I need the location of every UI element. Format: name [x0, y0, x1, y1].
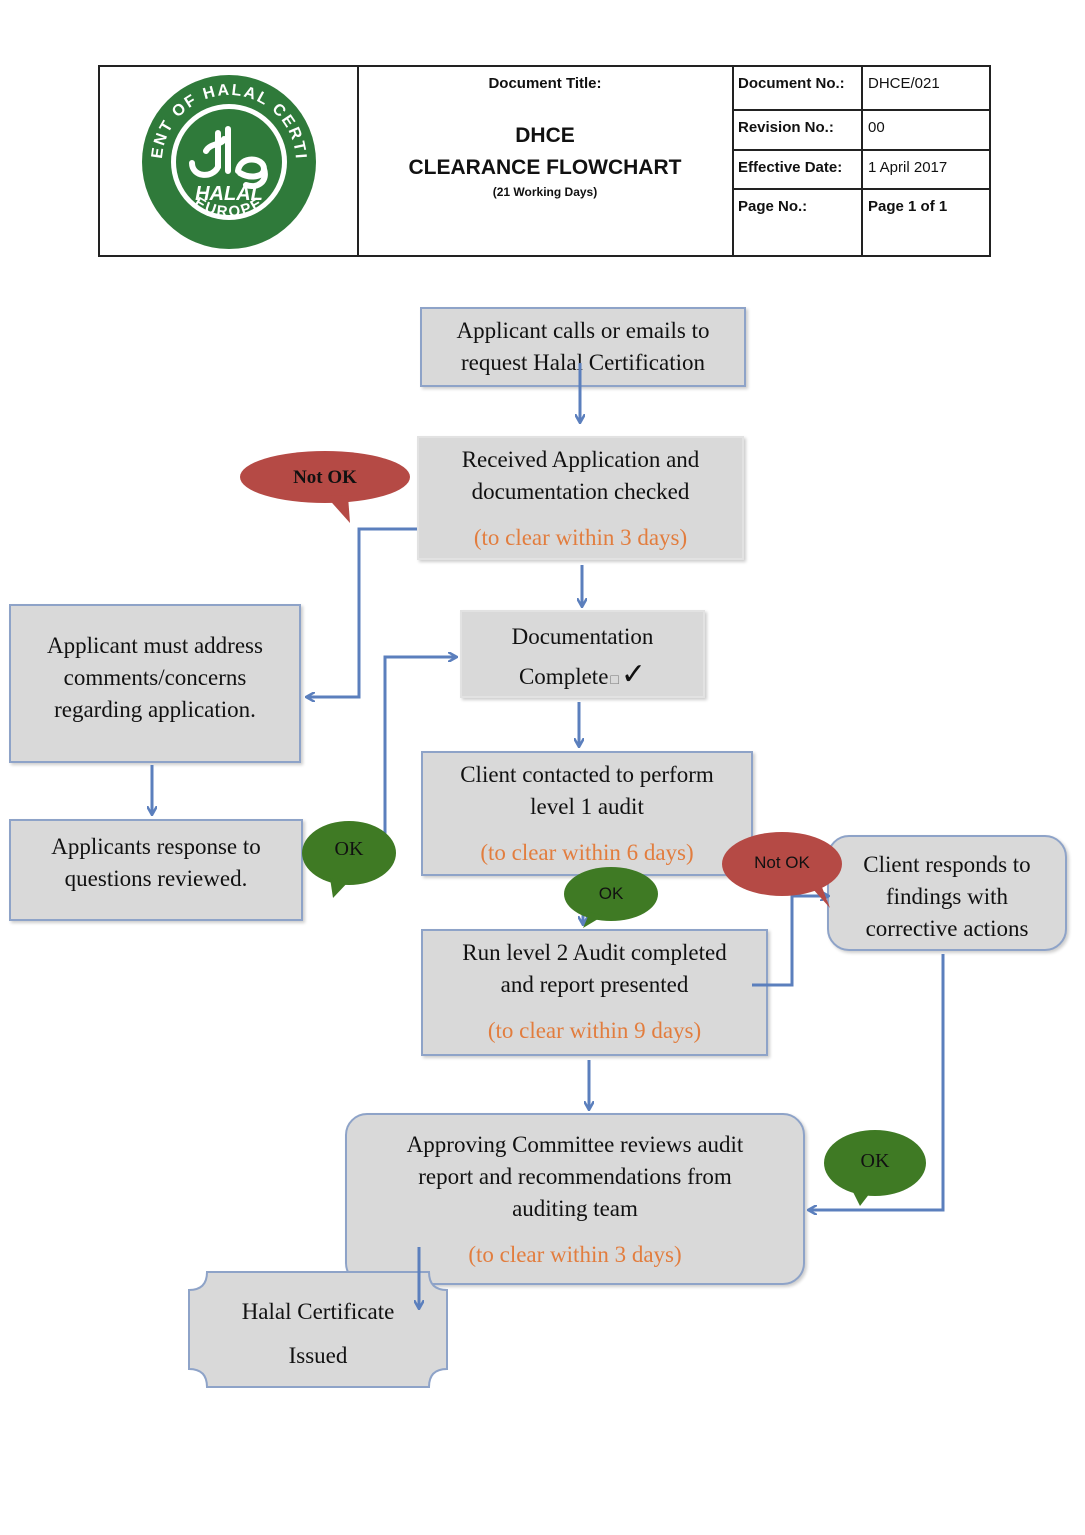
document-header: DEPARTMENT OF HALAL CERTIFICATION EUROPE…	[98, 60, 991, 257]
step-timing: (to clear within 3 days)	[468, 1242, 682, 1267]
step-certificate-issued: Halal Certificate Issued	[189, 1290, 447, 1378]
step-level1-audit: Client contacted to perform level 1 audi…	[421, 751, 753, 876]
step-text: Applicant calls or emails to	[456, 318, 710, 343]
step-text: Applicants response to	[51, 834, 261, 859]
step-timing: (to clear within 3 days)	[473, 525, 688, 550]
step-text: and report presented	[500, 972, 689, 997]
step-text: corrective actions	[865, 916, 1029, 941]
step-text: documentation checked	[471, 479, 690, 504]
step-timing: (to clear within 9 days)	[487, 1018, 702, 1043]
ok-bubble-3	[824, 1130, 926, 1206]
checkbox-icon: □	[610, 673, 619, 688]
field-value-effective-date: 1 April 2017	[868, 159, 948, 176]
header-divider	[357, 67, 359, 255]
step-level2-audit: Run level 2 Audit completed and report p…	[421, 929, 768, 1056]
not-ok-bubble-1	[240, 451, 410, 523]
ok-label-1: OK	[334, 838, 364, 860]
step-text: request Halal Certification	[461, 350, 705, 375]
field-value-revision-no: 00	[868, 119, 885, 136]
step-text: findings with	[885, 884, 1009, 909]
step-text: auditing team	[512, 1196, 638, 1221]
field-value-page-no: Page 1 of 1	[868, 198, 948, 215]
field-value-document-no: DHCE/021	[868, 75, 940, 92]
step-text: Issued	[288, 1343, 348, 1368]
arrow-level2-to-client	[752, 896, 828, 987]
step-text: Approving Committee reviews audit	[406, 1132, 744, 1157]
step-text: questions reviewed.	[64, 866, 248, 891]
step-approving-committee: Approving Committee reviews audit report…	[345, 1113, 805, 1285]
document-title-note: (21 Working Days)	[492, 185, 598, 199]
document-title-sub: CLEARANCE FLOWCHART	[408, 156, 682, 179]
step-text: comments/concerns	[63, 665, 247, 690]
not-ok-label-1: Not OK	[293, 467, 357, 488]
step-text-complete: Complete□✓	[462, 656, 703, 700]
step-text: report and recommendations from	[418, 1164, 732, 1189]
step-text: Applicant must address	[47, 633, 263, 658]
field-label-effective-date: Effective Date:	[738, 159, 843, 176]
header-row-line	[732, 188, 989, 190]
step-applicant-address: Applicant must address comments/concerns…	[9, 604, 301, 763]
header-row-line	[732, 149, 989, 151]
document-title-main: DHCE	[515, 124, 575, 147]
document-title-label: Document Title:	[488, 75, 602, 92]
ok-label-2: OK	[598, 884, 624, 903]
field-label-document-no: Document No.:	[738, 75, 845, 92]
step-received-application: Received Application and documentation c…	[417, 436, 744, 560]
checkmark-icon: ✓	[620, 658, 647, 691]
step-text: Client responds to	[863, 852, 1031, 877]
step-text: Documentation	[511, 624, 654, 649]
step-request-certification: Applicant calls or emails to request Hal…	[420, 307, 746, 387]
header-divider	[732, 67, 734, 255]
logo-center-word: HALAL	[195, 183, 263, 205]
step-timing: (to clear within 6 days)	[480, 840, 694, 865]
step-text: level 1 audit	[530, 794, 644, 819]
step-text: Client contacted to perform	[460, 762, 714, 787]
arrow-received-to-address	[307, 527, 417, 697]
ok-bubble-1	[302, 821, 396, 898]
step-text: Received Application and	[461, 447, 700, 472]
step-text: Run level 2 Audit completed	[462, 940, 727, 965]
not-ok-bubble-2	[722, 832, 842, 908]
field-label-page-no: Page No.:	[738, 198, 808, 215]
step-text: regarding application.	[54, 697, 256, 722]
step-client-responds: Client responds to findings with correct…	[827, 835, 1067, 951]
not-ok-label-2: Not OK	[754, 853, 810, 872]
ok-label-3: OK	[860, 1150, 890, 1172]
field-label-revision-no: Revision No.:	[738, 119, 834, 136]
step-documentation-complete: Documentation Complete□✓	[460, 610, 705, 698]
step-text: Halal Certificate	[241, 1299, 395, 1324]
halal-logo: DEPARTMENT OF HALAL CERTIFICATION EUROPE…	[132, 60, 318, 251]
header-row-line	[732, 109, 989, 111]
ok-bubble-2	[564, 867, 658, 928]
step-responses-reviewed: Applicants response to questions reviewe…	[9, 819, 303, 921]
step-text: Complete	[518, 664, 609, 689]
arrow-client-to-committee	[809, 954, 945, 1210]
header-divider	[861, 67, 863, 255]
